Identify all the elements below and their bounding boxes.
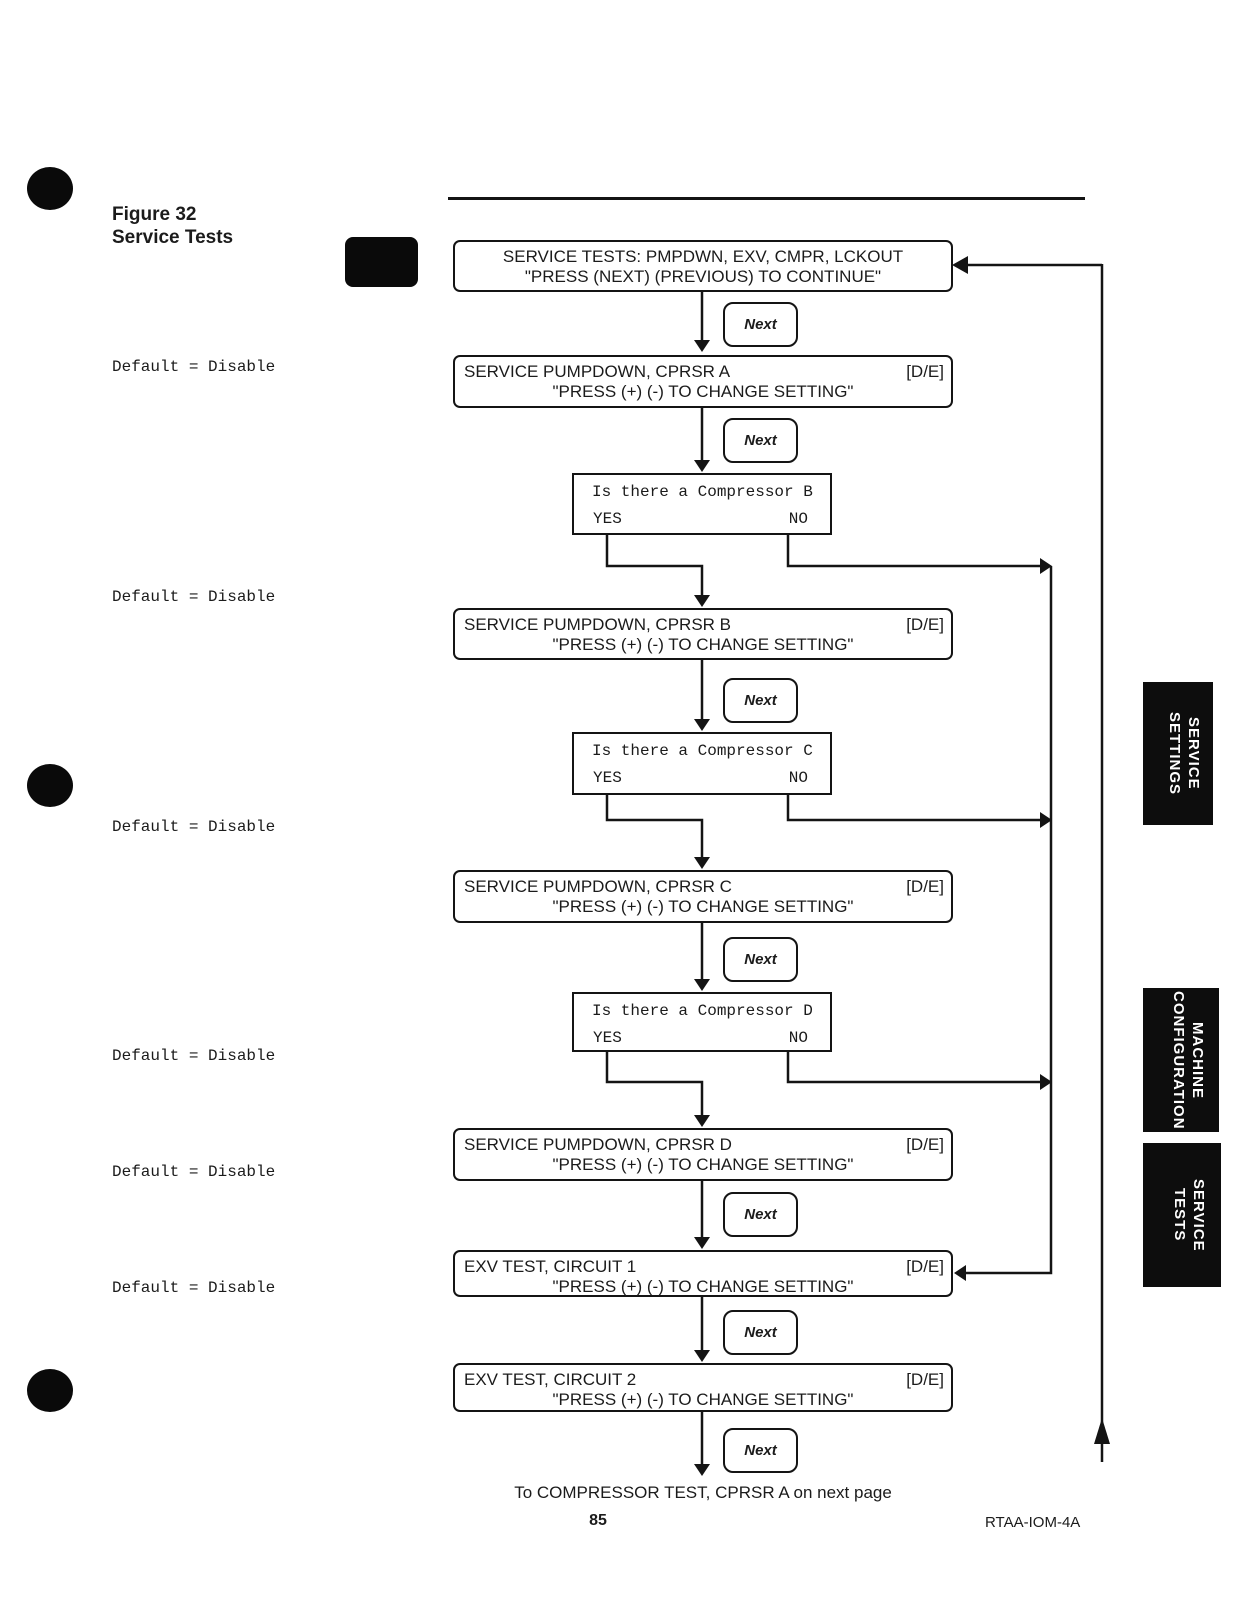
de-flag: [D/E] [906, 362, 944, 381]
tab-line: TESTS [1171, 1188, 1188, 1242]
flow-box-service-pumpdown-cprsr-b: SERVICE PUMPDOWN, CPRSR B [D/E] "PRESS (+… [453, 608, 953, 660]
tab-line: CONFIGURATION [1170, 990, 1187, 1130]
arrowhead-no-d [1040, 1074, 1052, 1090]
figure-heading: Figure 32 Service Tests [112, 203, 233, 249]
decision-question: Is there a Compressor B [592, 483, 813, 501]
tab-machine-configuration: MACHINE CONFIGURATION [1143, 988, 1219, 1132]
yes-d-path [605, 1052, 704, 1123]
de-flag: [D/E] [906, 1135, 944, 1154]
arrowhead-into-start [952, 256, 968, 274]
default-disable-label: Default = Disable [112, 1279, 276, 1297]
arrowhead-yes-c [694, 857, 710, 869]
no-label: NO [788, 1029, 808, 1047]
flow-box-exv-test-circuit-1: EXV TEST, CIRCUIT 1 [D/E] "PRESS (+) (-) … [453, 1250, 953, 1297]
arrowhead-into-exv1 [954, 1265, 966, 1281]
next-button: Next [723, 418, 798, 463]
top-rule-divider [448, 197, 1085, 200]
de-flag: [D/E] [906, 615, 944, 634]
yes-c-path [605, 795, 704, 865]
default-disable-label: Default = Disable [112, 588, 276, 606]
arrowhead-down-4 [694, 979, 710, 991]
box-title: EXV TEST, CIRCUIT 2 [464, 1370, 637, 1389]
box-subtitle: "PRESS (+) (-) TO CHANGE SETTING" [552, 635, 854, 654]
flow-box-service-pumpdown-cprsr-c: SERVICE PUMPDOWN, CPRSR C [D/E] "PRESS (+… [453, 870, 953, 923]
figure-title: Service Tests [112, 227, 234, 248]
next-button: Next [723, 302, 798, 347]
box-subtitle: "PRESS (+) (-) TO CHANGE SETTING" [552, 1277, 854, 1296]
box-subtitle: "PRESS (+) (-) TO CHANGE SETTING" [552, 382, 854, 401]
yes-label: YES [593, 510, 622, 528]
decision-box-compressor-b: Is there a Compressor B YES NO [572, 473, 832, 535]
next-button: Next [723, 937, 798, 982]
next-button: Next [723, 1428, 798, 1473]
no-rail-to-exv1 [966, 566, 1053, 1275]
arrowhead-no-b [1040, 558, 1052, 574]
de-flag: [D/E] [906, 1370, 944, 1389]
no-label: NO [788, 510, 808, 528]
box-title: SERVICE PUMPDOWN, CPRSR A [464, 362, 731, 381]
document-code: RTAA-IOM-4A [985, 1514, 1081, 1531]
next-button: Next [723, 1192, 798, 1237]
decision-question: Is there a Compressor C [592, 742, 813, 760]
default-disable-label: Default = Disable [112, 1163, 276, 1181]
box-title: SERVICE PUMPDOWN, CPRSR D [464, 1135, 732, 1154]
arrowhead-down-7 [694, 1464, 710, 1476]
page-number: 85 [589, 1512, 607, 1529]
decision-question: Is there a Compressor D [592, 1002, 813, 1020]
flow-box-service-tests-start: SERVICE TESTS: PMPDWN, EXV, CMPR, LCKOUT… [453, 240, 953, 292]
no-c-path [786, 795, 1040, 822]
start-marker-chip [345, 237, 418, 287]
arrowhead-down-2 [694, 460, 710, 472]
tab-service-settings: SERVICE SETTINGS [1143, 682, 1213, 825]
no-label: NO [788, 769, 808, 787]
figure-label: Figure 32 [112, 204, 197, 225]
de-flag: [D/E] [906, 877, 944, 896]
yes-label: YES [593, 1029, 622, 1047]
box-title: SERVICE PUMPDOWN, CPRSR B [464, 615, 732, 634]
next-button: Next [723, 1310, 798, 1355]
punch-hole-dot [27, 167, 73, 210]
de-flag: [D/E] [906, 1257, 944, 1276]
tab-line: SERVICE [1190, 1178, 1207, 1252]
no-d-path [786, 1052, 1040, 1084]
yes-b-path [605, 535, 704, 603]
box-subtitle: "PRESS (+) (-) TO CHANGE SETTING" [552, 897, 854, 916]
connector-lines [605, 263, 1104, 1472]
tab-line: SETTINGS [1166, 711, 1183, 795]
box-title: SERVICE TESTS: PMPDWN, EXV, CMPR, LCKOUT [502, 247, 904, 266]
tab-line: SERVICE [1185, 717, 1202, 790]
flow-box-service-pumpdown-cprsr-d: SERVICE PUMPDOWN, CPRSR D [D/E] "PRESS (+… [453, 1128, 953, 1181]
box-subtitle: "PRESS (+) (-) TO CHANGE SETTING" [552, 1155, 854, 1174]
no-b-path [786, 535, 1040, 568]
default-disable-label: Default = Disable [112, 1047, 276, 1065]
box-subtitle: "PRESS (NEXT) (PREVIOUS) TO CONTINUE" [524, 267, 882, 286]
box-subtitle: "PRESS (+) (-) TO CHANGE SETTING" [552, 1390, 854, 1409]
default-disable-label: Default = Disable [112, 358, 276, 376]
yes-label: YES [593, 769, 622, 787]
decision-box-compressor-d: Is there a Compressor D YES NO [572, 992, 832, 1052]
arrowheads [694, 256, 1110, 1476]
flow-box-exv-test-circuit-2: EXV TEST, CIRCUIT 2 [D/E] "PRESS (+) (-) … [453, 1363, 953, 1412]
arrowhead-loop-up [1094, 1418, 1110, 1444]
flow-box-service-pumpdown-cprsr-a: SERVICE PUMPDOWN, CPRSR A [D/E] "PRESS (+… [453, 355, 953, 408]
box-title: SERVICE PUMPDOWN, CPRSR C [464, 877, 732, 896]
tab-service-tests: SERVICE TESTS [1143, 1143, 1221, 1287]
tab-line: MACHINE [1189, 1021, 1206, 1099]
arrowhead-yes-b [694, 595, 710, 607]
decision-box-compressor-c: Is there a Compressor C YES NO [572, 732, 832, 795]
arrowhead-down-3 [694, 719, 710, 731]
punch-hole-dot [27, 764, 73, 807]
punch-hole-dot [27, 1369, 73, 1412]
arrowhead-down-1 [694, 340, 710, 352]
default-disable-label: Default = Disable [112, 818, 276, 836]
arrowhead-no-c [1040, 812, 1052, 828]
arrowhead-down-5 [694, 1237, 710, 1249]
arrowhead-yes-d [694, 1115, 710, 1127]
box-title: EXV TEST, CIRCUIT 1 [464, 1257, 637, 1276]
arrowhead-down-6 [694, 1350, 710, 1362]
next-button: Next [723, 678, 798, 723]
continuation-note: To COMPRESSOR TEST, CPRSR A on next page [514, 1483, 892, 1502]
